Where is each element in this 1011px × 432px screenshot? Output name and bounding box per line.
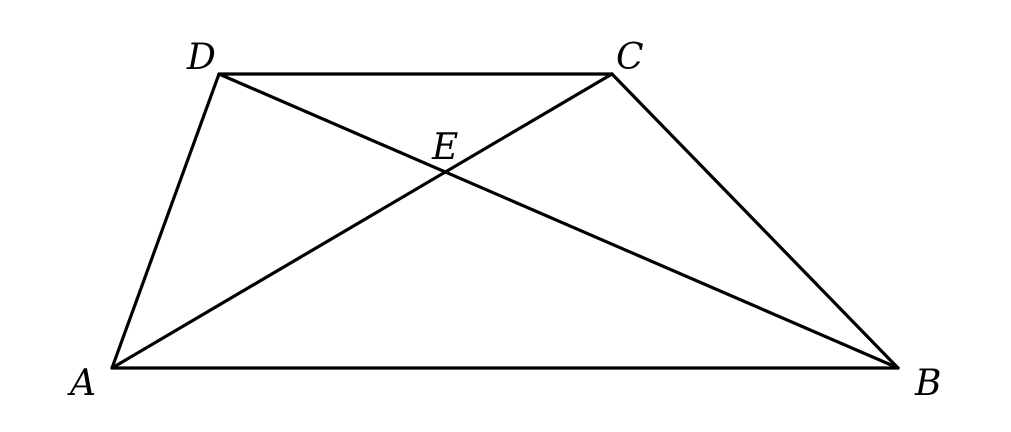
edge-bd (217, 72, 900, 370)
vertex-label-a: A (67, 363, 96, 404)
vertex-label-b: B (914, 363, 941, 404)
vertex-label-e: E (431, 127, 458, 168)
edge-ac (110, 72, 614, 370)
edge-da (110, 72, 221, 370)
vertex-label-c: C (616, 37, 644, 78)
edges-layer (110, 72, 900, 370)
vertex-label-d: D (186, 37, 216, 78)
edge-bc (610, 72, 900, 370)
